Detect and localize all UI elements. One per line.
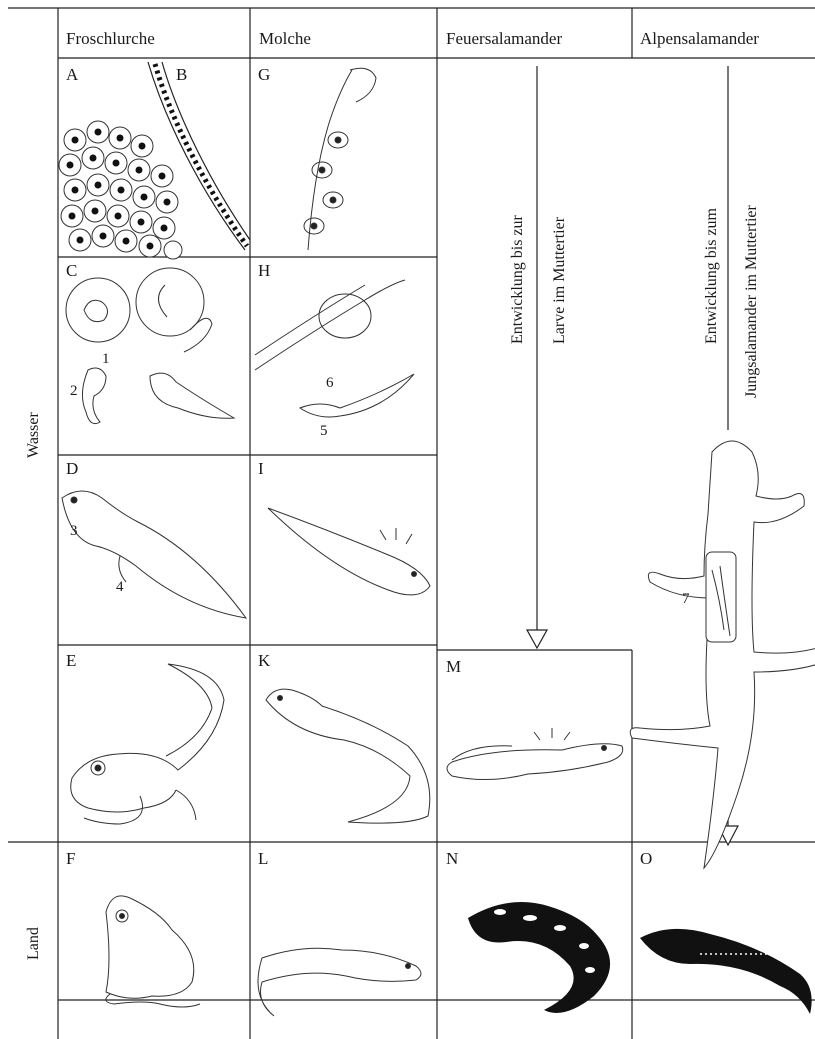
- alpine-salamander-adult-illustration: [640, 929, 812, 1014]
- adult-frog-illustration: [106, 896, 200, 1007]
- newt-eggs-plant-illustration: [304, 68, 376, 250]
- cell-label-i: I: [258, 460, 264, 477]
- header-fire-salamander: Feuersalamander: [446, 30, 562, 47]
- marker-7: 7: [682, 592, 690, 607]
- note-fire-line-2: Larve im Muttertier: [552, 217, 568, 344]
- cell-label-g: G: [258, 66, 270, 83]
- tadpole-illustration: [62, 491, 246, 618]
- note-alpine-line-2: Jungsalamander im Muttertier: [744, 205, 760, 398]
- marker-6: 6: [326, 376, 334, 391]
- alpine-salamander-mother-illustration: [630, 441, 815, 868]
- newt-juvenile-illustration: [266, 689, 430, 823]
- cell-label-b: B: [176, 66, 187, 83]
- arrow-head-fire: [527, 630, 547, 648]
- cell-label-m: M: [446, 658, 461, 675]
- note-fire-line-1: Entwicklung bis zur: [510, 215, 526, 344]
- header-frogs: Froschlurche: [66, 30, 155, 47]
- cell-label-o: O: [640, 850, 652, 867]
- cell-label-e: E: [66, 652, 76, 669]
- header-newts: Molche: [259, 30, 311, 47]
- cell-label-k: K: [258, 652, 270, 669]
- froglet-illustration: [71, 664, 224, 824]
- frog-embryo-illustration: [66, 268, 234, 424]
- marker-2: 2: [70, 384, 78, 399]
- cell-label-h: H: [258, 262, 270, 279]
- cell-label-c: C: [66, 262, 77, 279]
- header-alpine-salamander: Alpensalamander: [640, 30, 759, 47]
- fire-salamander-larva-illustration: [447, 728, 623, 780]
- embryo-inside-mother: [706, 552, 736, 642]
- marker-4: 4: [116, 580, 124, 595]
- cell-label-l: L: [258, 850, 268, 867]
- row-label-land: Land: [26, 927, 42, 960]
- newt-larva-large-illustration: [268, 508, 430, 595]
- marker-3: 3: [70, 524, 78, 539]
- cell-label-a: A: [66, 66, 78, 83]
- marker-1: 1: [102, 352, 110, 367]
- cell-label-f: F: [66, 850, 75, 867]
- adult-newt-illustration: [258, 948, 421, 1016]
- note-alpine-line-1: Entwicklung bis zum: [704, 208, 720, 344]
- cell-label-d: D: [66, 460, 78, 477]
- cell-label-n: N: [446, 850, 458, 867]
- fire-salamander-adult-illustration: [468, 902, 610, 1013]
- newt-larva-illustration: [255, 280, 414, 417]
- marker-5: 5: [320, 424, 328, 439]
- row-label-water: Wasser: [26, 412, 42, 458]
